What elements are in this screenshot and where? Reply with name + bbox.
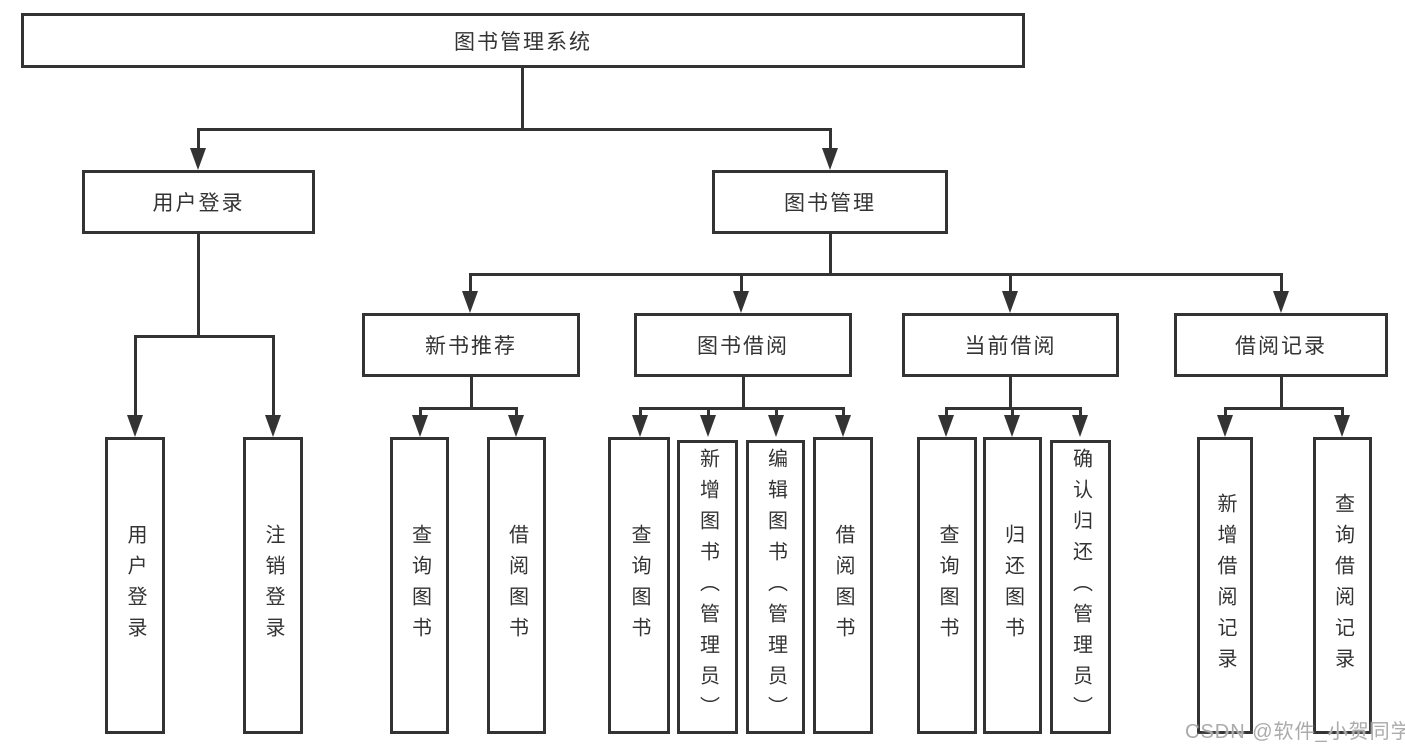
- leaf-bb-query-book-label: 查询图书: [628, 523, 650, 648]
- node-user-login: 用户登录: [82, 170, 315, 234]
- connector-arrow-stem: [945, 407, 948, 417]
- connector-arrow-book-mgmt-stem: [829, 128, 832, 151]
- connector-bb-bar: [639, 407, 845, 410]
- leaf-bb-edit-book-admin: 编辑图书（管理员）: [746, 440, 805, 734]
- arrow-down-icon: [835, 415, 851, 437]
- leaf-bb-edit-book-admin-label: 编辑图书（管理员）: [764, 447, 787, 727]
- leaf-cb-confirm-return-admin: 确认归还（管理员）: [1050, 440, 1111, 734]
- connector-arrow-stem: [1341, 407, 1344, 417]
- node-current-borrow-label: 当前借阅: [964, 335, 1057, 358]
- leaf-rec-borrow-book: 借阅图书: [487, 437, 546, 734]
- arrow-down-icon: [632, 415, 648, 437]
- leaf-cb-confirm-return-admin-label: 确认归还（管理员）: [1069, 447, 1092, 727]
- arrow-down-icon: [1334, 415, 1350, 437]
- node-book-management: 图书管理: [712, 170, 948, 234]
- arrow-down-icon: [822, 148, 838, 170]
- connector-arrow-stem: [515, 407, 518, 417]
- arrow-down-icon: [1002, 291, 1018, 313]
- connector-arrow-current-borrow-stem: [1009, 273, 1012, 293]
- arrow-down-icon: [265, 415, 281, 437]
- connector-arrow-stem: [1224, 407, 1227, 417]
- arrow-down-icon: [462, 291, 478, 313]
- connector-level3-bar: [469, 273, 1283, 276]
- arrow-down-icon: [190, 148, 206, 170]
- connector-arrow-stem: [707, 407, 710, 417]
- arrow-down-icon: [1004, 415, 1020, 437]
- connector-arrow-borrow-record-stem: [1280, 273, 1283, 293]
- leaf-br-add-record-label: 新增借阅记录: [1214, 492, 1236, 679]
- connector-br-bar: [1224, 407, 1344, 410]
- connector-arrow-leaf-logout-stem: [272, 335, 275, 417]
- connector-user-login-bar: [134, 335, 275, 338]
- node-new-book-recommend: 新书推荐: [362, 313, 580, 377]
- arrow-down-icon: [412, 415, 428, 437]
- leaf-user-login: 用户登录: [105, 437, 165, 734]
- connector-arrow-book-borrow-stem: [740, 273, 743, 293]
- arrow-down-icon: [768, 415, 784, 437]
- node-root-label: 图书管理系统: [454, 30, 592, 54]
- arrow-down-icon: [938, 415, 954, 437]
- connector-rec-stem: [470, 377, 473, 409]
- arrow-down-icon: [733, 291, 749, 313]
- connector-book-mgmt-stem: [829, 234, 832, 275]
- leaf-br-query-record-label: 查询借阅记录: [1331, 492, 1354, 679]
- leaf-rec-query-book: 查询图书: [390, 437, 449, 734]
- connector-arrow-stem: [1079, 407, 1082, 417]
- leaf-logout: 注销登录: [243, 437, 303, 734]
- leaf-user-login-label: 用户登录: [124, 523, 146, 648]
- node-borrow-record-label: 借阅记录: [1235, 335, 1327, 358]
- leaf-br-add-record: 新增借阅记录: [1197, 437, 1253, 734]
- leaf-bb-query-book: 查询图书: [608, 437, 670, 734]
- connector-arrow-leaf-login-stem: [134, 335, 137, 417]
- node-new-book-recommend-label: 新书推荐: [425, 335, 517, 358]
- node-book-borrow-label: 图书借阅: [697, 335, 789, 358]
- arrow-down-icon: [508, 415, 524, 437]
- connector-rec-bar: [419, 407, 518, 410]
- leaf-bb-borrow-book: 借阅图书: [813, 437, 873, 734]
- connector-arrow-new-book-rec-stem: [469, 273, 472, 293]
- leaf-cb-return-book-label: 归还图书: [1001, 523, 1024, 648]
- node-book-management-label: 图书管理: [784, 192, 876, 215]
- leaf-cb-return-book: 归还图书: [983, 437, 1042, 734]
- connector-user-login-stem: [197, 234, 200, 335]
- leaf-bb-add-book-admin-label: 新增图书（管理员）: [696, 447, 719, 727]
- arrow-down-icon: [1072, 415, 1088, 437]
- leaf-cb-query-book-label: 查询图书: [936, 523, 958, 648]
- leaf-rec-borrow-book-label: 借阅图书: [505, 523, 528, 648]
- connector-level2-bar: [197, 128, 832, 131]
- node-borrow-record: 借阅记录: [1174, 313, 1388, 377]
- node-user-login-label: 用户登录: [152, 192, 245, 215]
- leaf-br-query-record: 查询借阅记录: [1313, 437, 1372, 734]
- connector-arrow-stem: [775, 407, 778, 417]
- arrow-down-icon: [700, 415, 716, 437]
- connector-bb-stem: [742, 377, 745, 409]
- leaf-bb-add-book-admin: 新增图书（管理员）: [677, 440, 738, 734]
- node-book-borrow: 图书借阅: [634, 313, 852, 377]
- arrow-down-icon: [127, 415, 143, 437]
- node-root-library-management-system: 图书管理系统: [21, 13, 1025, 68]
- connector-arrow-user-login-stem: [197, 128, 200, 151]
- csdn-watermark: CSDN @软件_小贺同学: [1185, 721, 1405, 743]
- leaf-cb-query-book: 查询图书: [917, 437, 977, 734]
- leaf-bb-borrow-book-label: 借阅图书: [832, 523, 854, 648]
- node-current-borrow: 当前借阅: [902, 313, 1119, 377]
- leaf-logout-label: 注销登录: [262, 523, 284, 648]
- connector-arrow-stem: [639, 407, 642, 417]
- connector-cb-stem: [1009, 377, 1012, 409]
- connector-arrow-stem: [1011, 407, 1014, 417]
- connector-br-stem: [1280, 377, 1283, 409]
- arrow-down-icon: [1217, 415, 1233, 437]
- connector-root-stem: [521, 68, 524, 129]
- arrow-down-icon: [1273, 291, 1289, 313]
- connector-arrow-stem: [842, 407, 845, 417]
- connector-arrow-stem: [419, 407, 422, 417]
- leaf-rec-query-book-label: 查询图书: [408, 523, 431, 648]
